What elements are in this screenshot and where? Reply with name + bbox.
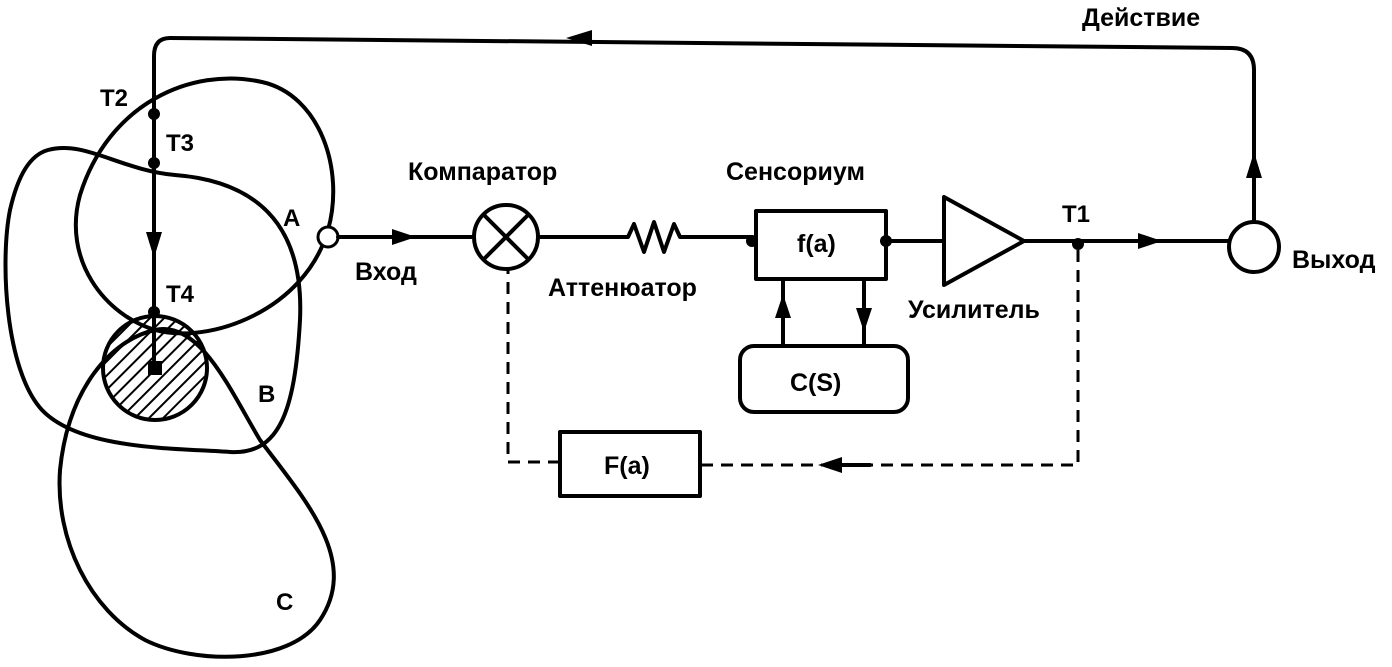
label-cs: C(S) — [790, 369, 841, 397]
region-b-outline — [3, 146, 303, 455]
label-t4: T4 — [166, 281, 195, 308]
label-t1: T1 — [1062, 201, 1090, 228]
cs-box — [738, 344, 910, 414]
t1-point — [1072, 238, 1084, 250]
label-t3: T3 — [166, 130, 194, 157]
region-c-outline — [57, 327, 336, 659]
label-a: A — [283, 205, 300, 232]
feedback-arrow-icon — [818, 457, 842, 473]
label-f-small: f(a) — [797, 230, 836, 258]
input-a-terminal-icon — [316, 225, 340, 249]
label-attenuator: Аттенюатор — [548, 274, 697, 302]
region-a-outline — [73, 76, 336, 336]
target-center-marker — [148, 361, 162, 375]
feedback-box — [558, 430, 702, 498]
label-amplifier: Усилитель — [908, 296, 1040, 324]
output-arrow-icon — [1138, 233, 1162, 249]
amplifier-icon — [942, 195, 1026, 287]
label-comparator: Компаратор — [408, 158, 557, 186]
output-terminal-icon — [1227, 220, 1281, 274]
t2-point — [148, 108, 160, 120]
label-output: Выход — [1292, 246, 1376, 274]
label-c: C — [276, 589, 293, 616]
label-input: Вход — [355, 258, 417, 286]
resistor-icon — [536, 220, 754, 254]
t3-point — [148, 157, 160, 169]
action-arrow-icon — [566, 30, 592, 46]
down-arrow-icon-2 — [856, 308, 872, 332]
action-feedback-line — [152, 36, 1256, 362]
down-arrow-icon — [146, 232, 162, 258]
label-action: Действие — [1082, 4, 1200, 32]
up-arrow-icon — [775, 294, 791, 318]
label-t2: T2 — [100, 85, 128, 112]
label-b: B — [258, 381, 275, 408]
t4-point — [148, 306, 160, 318]
input-arrow-icon — [392, 229, 416, 245]
label-f-big: F(a) — [604, 452, 650, 480]
label-sensorium: Сенсориум — [726, 158, 865, 186]
output-up-arrow-icon — [1246, 152, 1262, 178]
